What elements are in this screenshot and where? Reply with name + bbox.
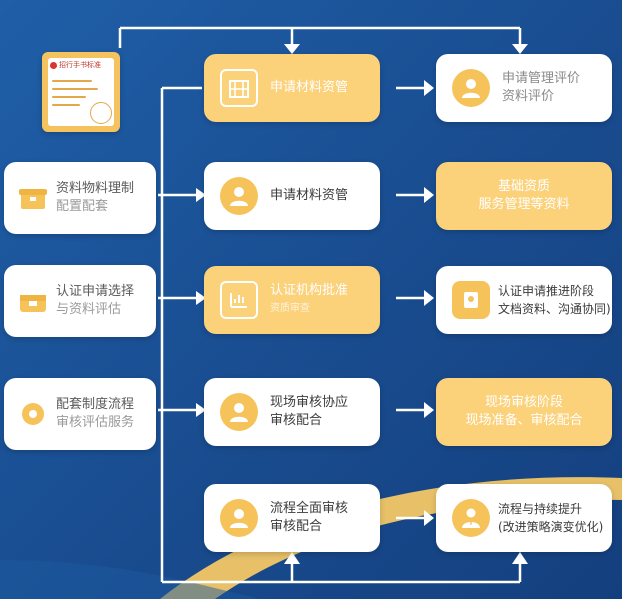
certificate-icon: [452, 281, 490, 319]
middle-card-4-line-1: 现场审核协应: [270, 395, 349, 410]
seal-icon: [90, 102, 112, 124]
right-card-1-line-2: 资料评价: [502, 89, 555, 104]
logo-icon: [50, 61, 57, 69]
document-header: 招行手书标准: [50, 60, 101, 70]
middle-card-5: 流程全面审核 审核配合: [204, 484, 380, 552]
left-card-apply-line-1: 认证申请选择: [56, 284, 135, 299]
box-icon: [18, 183, 48, 213]
right-card-4-line-1: 现场审核阶段: [484, 395, 563, 410]
document-icon: 招行手书标准: [42, 52, 120, 132]
right-card-1: 申请管理评价 资料评价: [436, 54, 612, 122]
person-icon: [220, 499, 258, 537]
middle-card-5-line-1: 流程全面审核: [270, 501, 349, 516]
right-card-5: 流程与持续提升 (改进策略演变优化): [436, 484, 612, 552]
middle-card-1: 申请材料资管: [204, 54, 380, 122]
right-card-5-line-2: (改进策略演变优化): [498, 520, 604, 534]
middle-card-2-line-1: 申请材料资管: [270, 188, 349, 203]
middle-card-2: 申请材料资管: [204, 162, 380, 230]
left-card-apply-line-2: 与资料评估: [56, 302, 122, 317]
person-icon: [220, 177, 258, 215]
chest-icon: [18, 286, 48, 316]
right-card-3-line-2: 文档资料、沟通协同): [498, 302, 611, 316]
right-card-3-line-1: 认证申请推进阶段: [498, 284, 595, 298]
right-card-4-line-2: 现场准备、审核配合: [465, 413, 583, 428]
right-card-2-line-1: 基础资质: [497, 179, 550, 194]
middle-card-4: 现场审核协应 审核配合: [204, 378, 380, 446]
left-card-process: 配套制度流程 审核评估服务: [4, 378, 156, 450]
person-icon: [220, 393, 258, 431]
chart-icon: [220, 281, 258, 319]
gear-icon: [18, 399, 48, 429]
right-card-2: 基础资质 服务管理等资料: [436, 162, 612, 230]
left-card-process-line-2: 审核评估服务: [56, 415, 135, 430]
middle-card-5-line-2: 审核配合: [270, 519, 323, 534]
middle-card-3: 认证机构批准 资质审查: [204, 266, 380, 334]
manager-icon: [452, 499, 490, 537]
left-card-materials-line-1: 资料物料理制: [56, 181, 135, 196]
person-icon: [452, 69, 490, 107]
right-card-5-line-1: 流程与持续提升: [498, 502, 583, 516]
left-card-materials-line-2: 配置配套: [56, 199, 109, 214]
document-header-text: 招行手书标准: [59, 61, 101, 69]
middle-card-4-line-2: 审核配合: [270, 413, 323, 428]
right-card-1-line-1: 申请管理评价: [502, 71, 581, 86]
right-card-3: 认证申请推进阶段 文档资料、沟通协同): [436, 266, 612, 334]
left-card-apply: 认证申请选择 与资料评估: [4, 265, 156, 337]
building-icon: [220, 69, 258, 107]
middle-card-3-line-1: 认证机构批准: [270, 283, 349, 298]
middle-card-3-line-2: 资质审查: [270, 303, 310, 314]
right-card-2-line-2: 服务管理等资料: [478, 197, 570, 212]
left-card-materials: 资料物料理制 配置配套: [4, 162, 156, 234]
right-card-4: 现场审核阶段 现场准备、审核配合: [436, 378, 612, 446]
middle-card-1-line-1: 申请材料资管: [270, 80, 349, 95]
left-card-process-line-1: 配套制度流程: [56, 397, 135, 412]
